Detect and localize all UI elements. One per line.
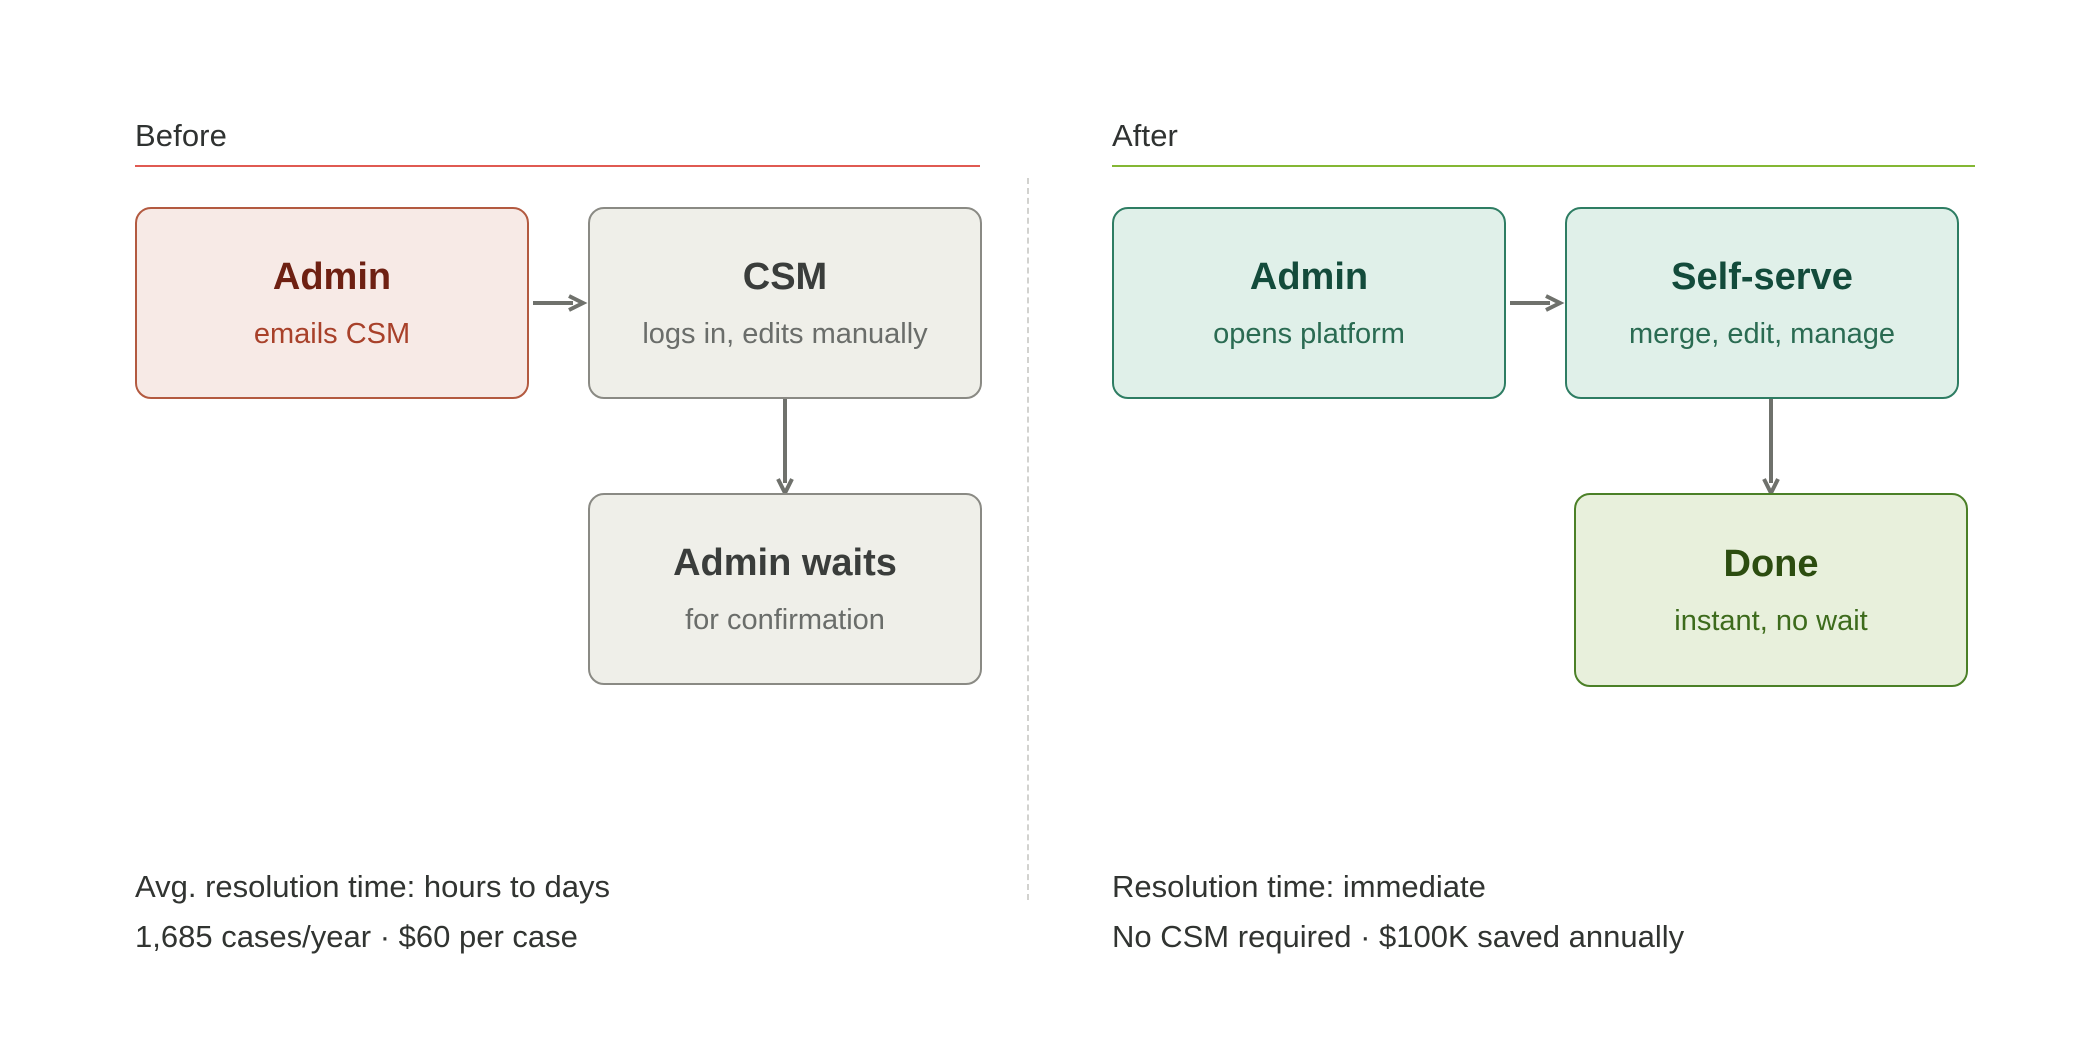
arrow-right-icon	[1510, 294, 1565, 312]
after-note-line-1: Resolution time: immediate	[1112, 869, 1486, 904]
node-title: Admin	[1249, 255, 1369, 298]
node-title: Done	[1723, 542, 1819, 585]
node-subtitle: logs in, edits manually	[642, 317, 928, 350]
before-node-csm[interactable]: CSM logs in, edits manually	[588, 207, 982, 399]
after-notes: Resolution time: immediate No CSM requir…	[1112, 862, 1684, 962]
arrow-down-icon	[1762, 399, 1780, 498]
node-subtitle: instant, no wait	[1674, 604, 1868, 637]
column-divider	[1027, 178, 1029, 900]
after-node-self-serve[interactable]: Self-serve merge, edit, manage	[1565, 207, 1959, 399]
after-node-admin[interactable]: Admin opens platform	[1112, 207, 1506, 399]
node-title: Admin waits	[673, 541, 897, 584]
before-node-admin[interactable]: Admin emails CSM	[135, 207, 529, 399]
node-subtitle: for confirmation	[685, 603, 885, 636]
before-notes: Avg. resolution time: hours to days 1,68…	[135, 862, 610, 962]
after-column-rule	[1112, 165, 1975, 167]
before-column-title: Before	[135, 118, 227, 153]
after-note-line-2: No CSM required · $100K saved annually	[1112, 919, 1685, 954]
node-title: CSM	[742, 255, 828, 298]
after-node-done[interactable]: Done instant, no wait	[1574, 493, 1968, 687]
node-subtitle: merge, edit, manage	[1629, 317, 1895, 350]
before-flow: Admin emails CSM CSM logs in, edits manu…	[135, 207, 982, 727]
before-note-line-2: 1,685 cases/year · $60 per case	[135, 919, 578, 954]
arrow-right-icon	[533, 294, 588, 312]
before-node-admin-waits[interactable]: Admin waits for confirmation	[588, 493, 982, 685]
before-column: Before Admin emails CSM CSM logs in, edi…	[135, 118, 982, 954]
node-subtitle: emails CSM	[253, 317, 411, 350]
node-title: Self-serve	[1671, 255, 1853, 298]
after-column-title: After	[1112, 118, 1178, 153]
node-subtitle: opens platform	[1213, 317, 1405, 350]
before-note-line-1: Avg. resolution time: hours to days	[135, 869, 611, 904]
arrow-down-icon	[776, 399, 794, 498]
before-column-rule	[135, 165, 980, 167]
node-title: Admin	[272, 255, 392, 298]
after-flow: Admin opens platform Self-serve merge, e…	[1112, 207, 1975, 727]
after-column: After Admin opens platform Self-serve me…	[1112, 118, 1975, 954]
